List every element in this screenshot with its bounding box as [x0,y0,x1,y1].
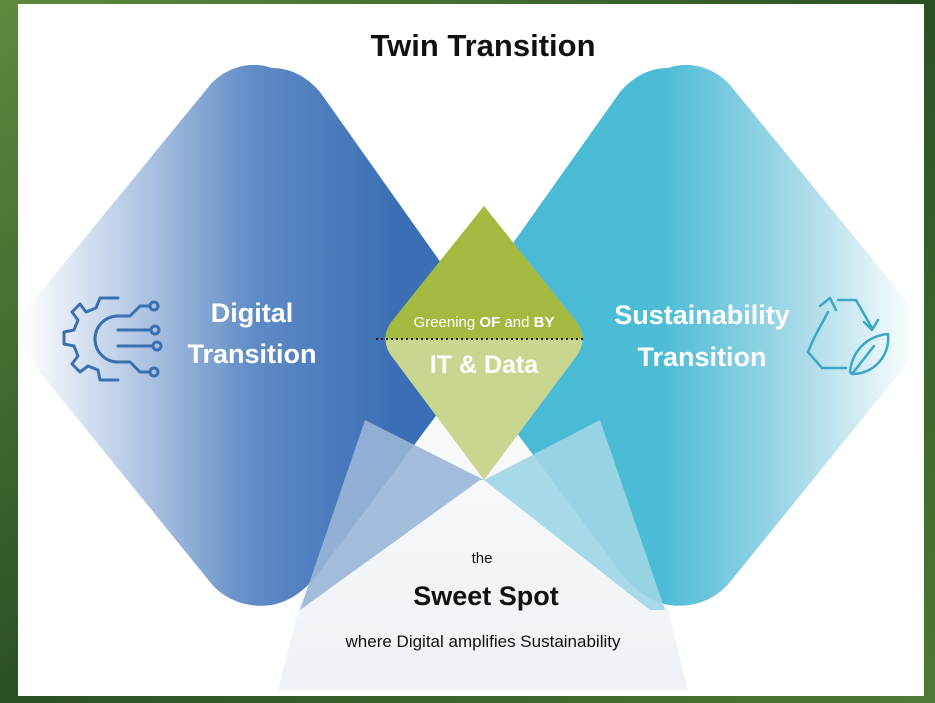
sweet-spot-left-tint [300,420,484,610]
gear-circuit-icon [62,296,163,382]
sustainability-label-line2: Transition [637,342,766,372]
sustainability-label-line1: Sustainability [614,300,790,330]
sweet-spot-heading: Sweet Spot [413,581,559,611]
greening-label: Greening OF and BY [414,314,555,331]
diagram-title: Twin Transition [370,28,595,63]
digital-label-line2: Transition [187,339,316,369]
overlap-lens-top [385,206,583,339]
sweet-spot-caption: where Digital amplifies Sustainability [345,632,621,651]
recycle-leaf-icon [806,296,890,376]
sweet-spot-right-tint [484,420,665,610]
it-data-label: IT & Data [430,351,539,379]
digital-label-line1: Digital [211,298,294,328]
sweet-spot-the: the [472,550,493,567]
